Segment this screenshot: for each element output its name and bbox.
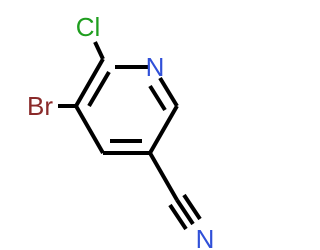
bond-c5-c6 [74,58,105,107]
atom-label-n-ring: N [146,52,165,82]
bond-n1-c2 [158,76,179,108]
atom-label-n-nitrile: N [196,224,215,250]
structure-diagram: Cl N Br N [27,12,215,250]
bond-nitrile-3 [182,193,202,221]
bond-c5-c6-double [87,70,111,108]
bond-n1-c2-double [148,84,167,112]
bond-c3-cn [148,152,179,201]
bond-c6-cl [93,41,105,60]
molecule-canvas: Cl N Br N [27,12,215,250]
atom-label-cl: Cl [76,12,101,42]
bond-nitrile-2 [168,203,188,231]
bond-nitrile-1 [175,198,195,226]
bond-c4-c5 [74,105,105,154]
atom-label-br: Br [27,91,53,121]
bond-c2-c3 [148,105,179,154]
